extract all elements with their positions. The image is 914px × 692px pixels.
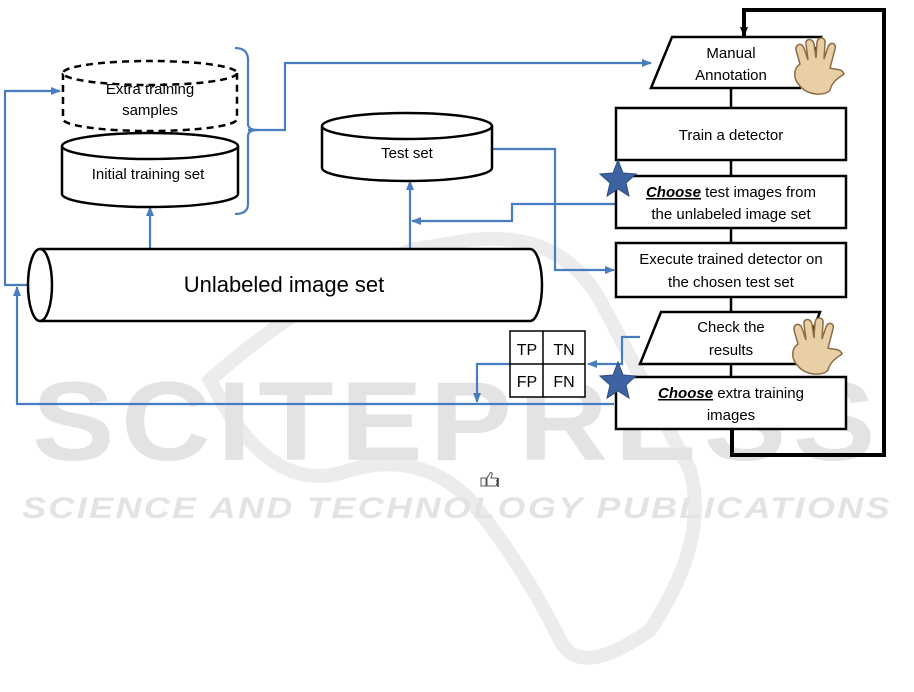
arrow-extra-to-unlabeled [13, 286, 614, 406]
choose-extra-line2: images [707, 407, 755, 424]
extra-training-samples-store: Extra training samples [61, 59, 239, 133]
manual-annotation-step: Manual Annotation [649, 35, 823, 90]
arrow-testset-to-execute [492, 147, 615, 274]
test-set-store: Test set [320, 111, 494, 183]
arrow-matrix-down [473, 362, 510, 403]
train-detector-step: Train a detector [614, 106, 848, 162]
initial-training-set-store: Initial training set [60, 131, 240, 209]
star-icon [598, 360, 638, 400]
test-set-label: Test set [381, 145, 434, 162]
execute-line2: the chosen test set [668, 274, 795, 291]
unlabeled-label: Unlabeled image set [184, 272, 385, 297]
cell-fp: FP [517, 374, 537, 391]
svg-text:Choose extra training: Choose extra training [658, 385, 804, 402]
loop-line [730, 8, 886, 457]
execute-detector-step: Execute trained detector on the chosen t… [614, 241, 848, 299]
extra-training-label-2: samples [122, 102, 178, 119]
choose-test-emph: Choose [646, 184, 701, 201]
svg-text:Choose test images from: Choose test images from [646, 184, 816, 201]
choose-test-rest: test images from [701, 184, 816, 201]
cell-tp: TP [517, 342, 537, 359]
train-detector-label: Train a detector [679, 127, 784, 144]
cell-fn: FN [553, 374, 574, 391]
initial-training-label: Initial training set [92, 166, 205, 183]
choose-test-line2: the unlabeled image set [651, 206, 811, 223]
arrow-choose-test-to-testset-line [411, 202, 615, 225]
choose-extra-emph: Choose [658, 385, 713, 402]
confusion-matrix: TP TN FP FN [509, 330, 586, 398]
star-icon [598, 158, 638, 198]
choose-test-step: Choose test images from the unlabeled im… [614, 174, 848, 230]
choose-extra-rest: extra training [713, 385, 804, 402]
check-results-line2: results [709, 342, 753, 359]
manual-annotation-line2: Annotation [695, 67, 767, 84]
check-results-line1: Check the [697, 319, 765, 336]
hand-icon [794, 37, 845, 95]
training-bracket [234, 46, 259, 216]
hand-icon [792, 317, 843, 375]
execute-line1: Execute trained detector on [639, 251, 822, 268]
arrow-loop-to-extra [3, 87, 61, 287]
thumbs-up-icon [480, 472, 499, 487]
unlabeled-image-set-store: Unlabeled image set [26, 247, 544, 323]
watermark-tagline: SCIENCE AND TECHNOLOGY PUBLICATIONS [22, 492, 892, 525]
cell-tn: TN [553, 342, 574, 359]
arrow-check-to-matrix [587, 335, 640, 368]
watermark-emblem [201, 231, 702, 665]
manual-annotation-line1: Manual [706, 45, 755, 62]
choose-extra-step: Choose extra training images [614, 375, 848, 431]
extra-training-label-1: Extra training [106, 81, 194, 98]
arrow-bracket-to-annotation [248, 59, 652, 132]
